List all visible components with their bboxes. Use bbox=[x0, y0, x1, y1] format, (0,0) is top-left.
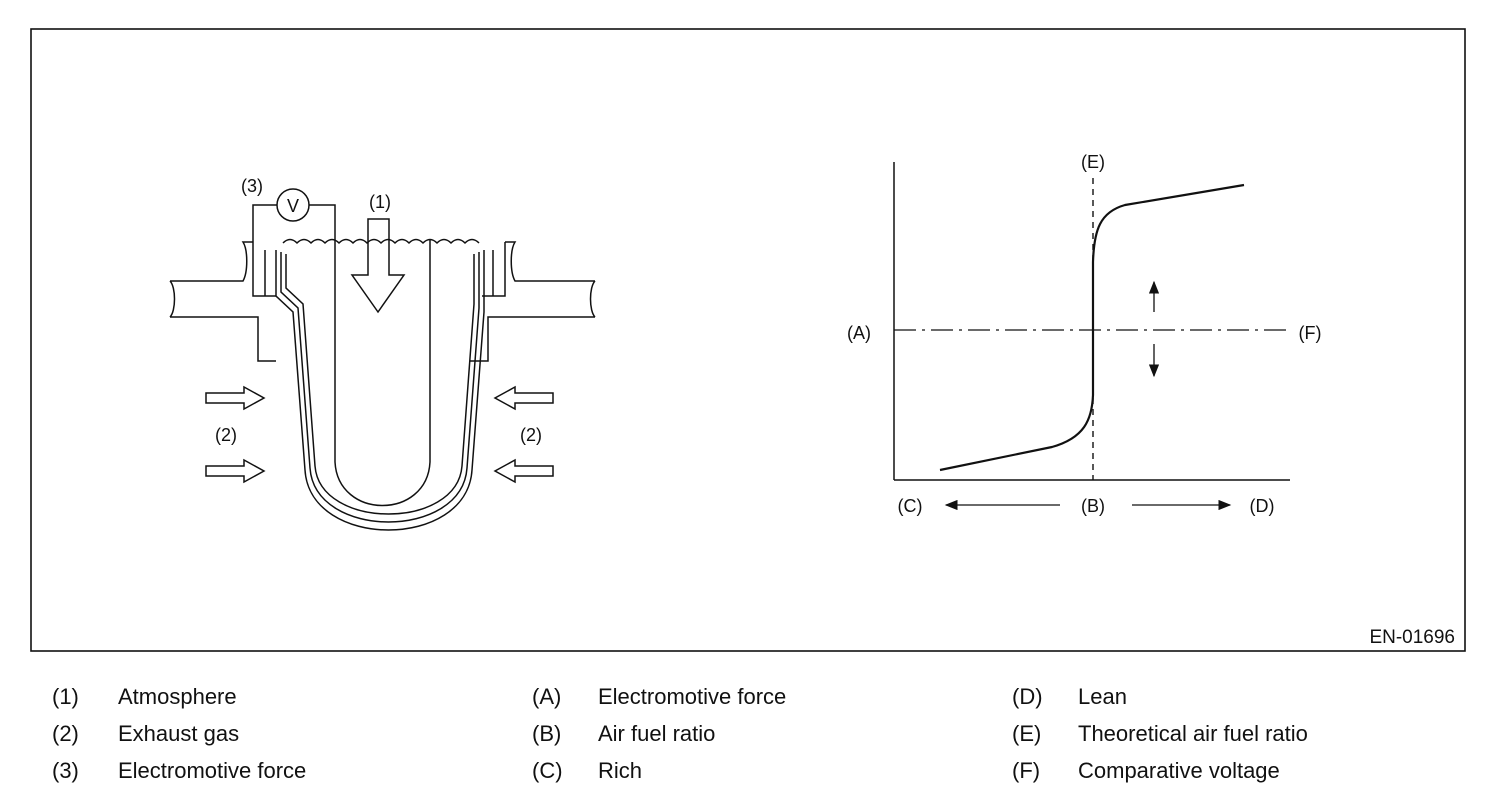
voltmeter-symbol bbox=[276, 188, 310, 222]
legend-text: Theoretical air fuel ratio bbox=[1078, 721, 1308, 746]
sensor-inner-layer bbox=[285, 254, 475, 515]
legend-text: Exhaust gas bbox=[118, 721, 240, 746]
label-b: (B) bbox=[1081, 496, 1105, 516]
label-e: (E) bbox=[1081, 152, 1105, 172]
legend-key: (C) bbox=[532, 758, 563, 783]
atmosphere-arrow bbox=[350, 218, 406, 314]
legend-text: Electromotive force bbox=[598, 684, 787, 709]
pipe-wall-right bbox=[470, 241, 596, 362]
legend: (1) Atmosphere (2) Exhaust gas (3) Elect… bbox=[0, 678, 1504, 796]
exhaust-arrow-right-upper bbox=[493, 385, 554, 411]
legend-text: Air fuel ratio bbox=[598, 721, 716, 746]
label-a: (A) bbox=[847, 323, 871, 343]
legend-key: (F) bbox=[1012, 758, 1041, 783]
exhaust-arrow-left-lower bbox=[205, 458, 266, 484]
legend-key: (2) bbox=[52, 721, 79, 746]
voltmeter-label: V bbox=[287, 196, 299, 216]
sensor-middle-layer bbox=[280, 252, 480, 523]
sensor-diagram bbox=[169, 188, 596, 531]
sensor-element-inner bbox=[334, 240, 431, 507]
sensor-outer-layer bbox=[275, 250, 485, 531]
oxygen-sensor-figure: V (3) (1) (2) (2) (E) (A) (F) (C) (B) (D… bbox=[30, 28, 1466, 652]
sensor-housing bbox=[252, 242, 506, 297]
label-d: (D) bbox=[1250, 496, 1275, 516]
figure-code: EN-01696 bbox=[1369, 627, 1455, 648]
legend-key: (B) bbox=[532, 721, 562, 746]
legend-key: (E) bbox=[1012, 721, 1042, 746]
label-2-right: (2) bbox=[520, 425, 542, 445]
legend-key: (A) bbox=[532, 684, 562, 709]
exhaust-arrow-left-upper bbox=[205, 385, 266, 411]
legend-key: (D) bbox=[1012, 684, 1043, 709]
legend-key: (1) bbox=[52, 684, 79, 709]
output-curve bbox=[939, 183, 1245, 472]
figure-panel: V (3) (1) (2) (2) (E) (A) (F) (C) (B) (D… bbox=[30, 28, 1466, 652]
legend-key: (3) bbox=[52, 758, 79, 783]
sensor-cut-line bbox=[282, 238, 480, 245]
legend-text: Rich bbox=[598, 758, 643, 783]
figure-frame bbox=[30, 28, 1466, 652]
label-c: (C) bbox=[898, 496, 923, 516]
label-1: (1) bbox=[369, 192, 391, 212]
voltmeter-wire bbox=[252, 204, 336, 242]
legend-text: Electromotive force bbox=[118, 758, 307, 783]
legend-text: Comparative voltage bbox=[1078, 758, 1280, 783]
exhaust-arrow-right-lower bbox=[493, 458, 554, 484]
pipe-wall-left bbox=[169, 241, 276, 362]
label-3: (3) bbox=[241, 176, 263, 196]
output-graph bbox=[893, 162, 1290, 511]
label-2-left: (2) bbox=[215, 425, 237, 445]
label-f: (F) bbox=[1299, 323, 1322, 343]
legend-text: Lean bbox=[1078, 684, 1127, 709]
legend-text: Atmosphere bbox=[118, 684, 237, 709]
